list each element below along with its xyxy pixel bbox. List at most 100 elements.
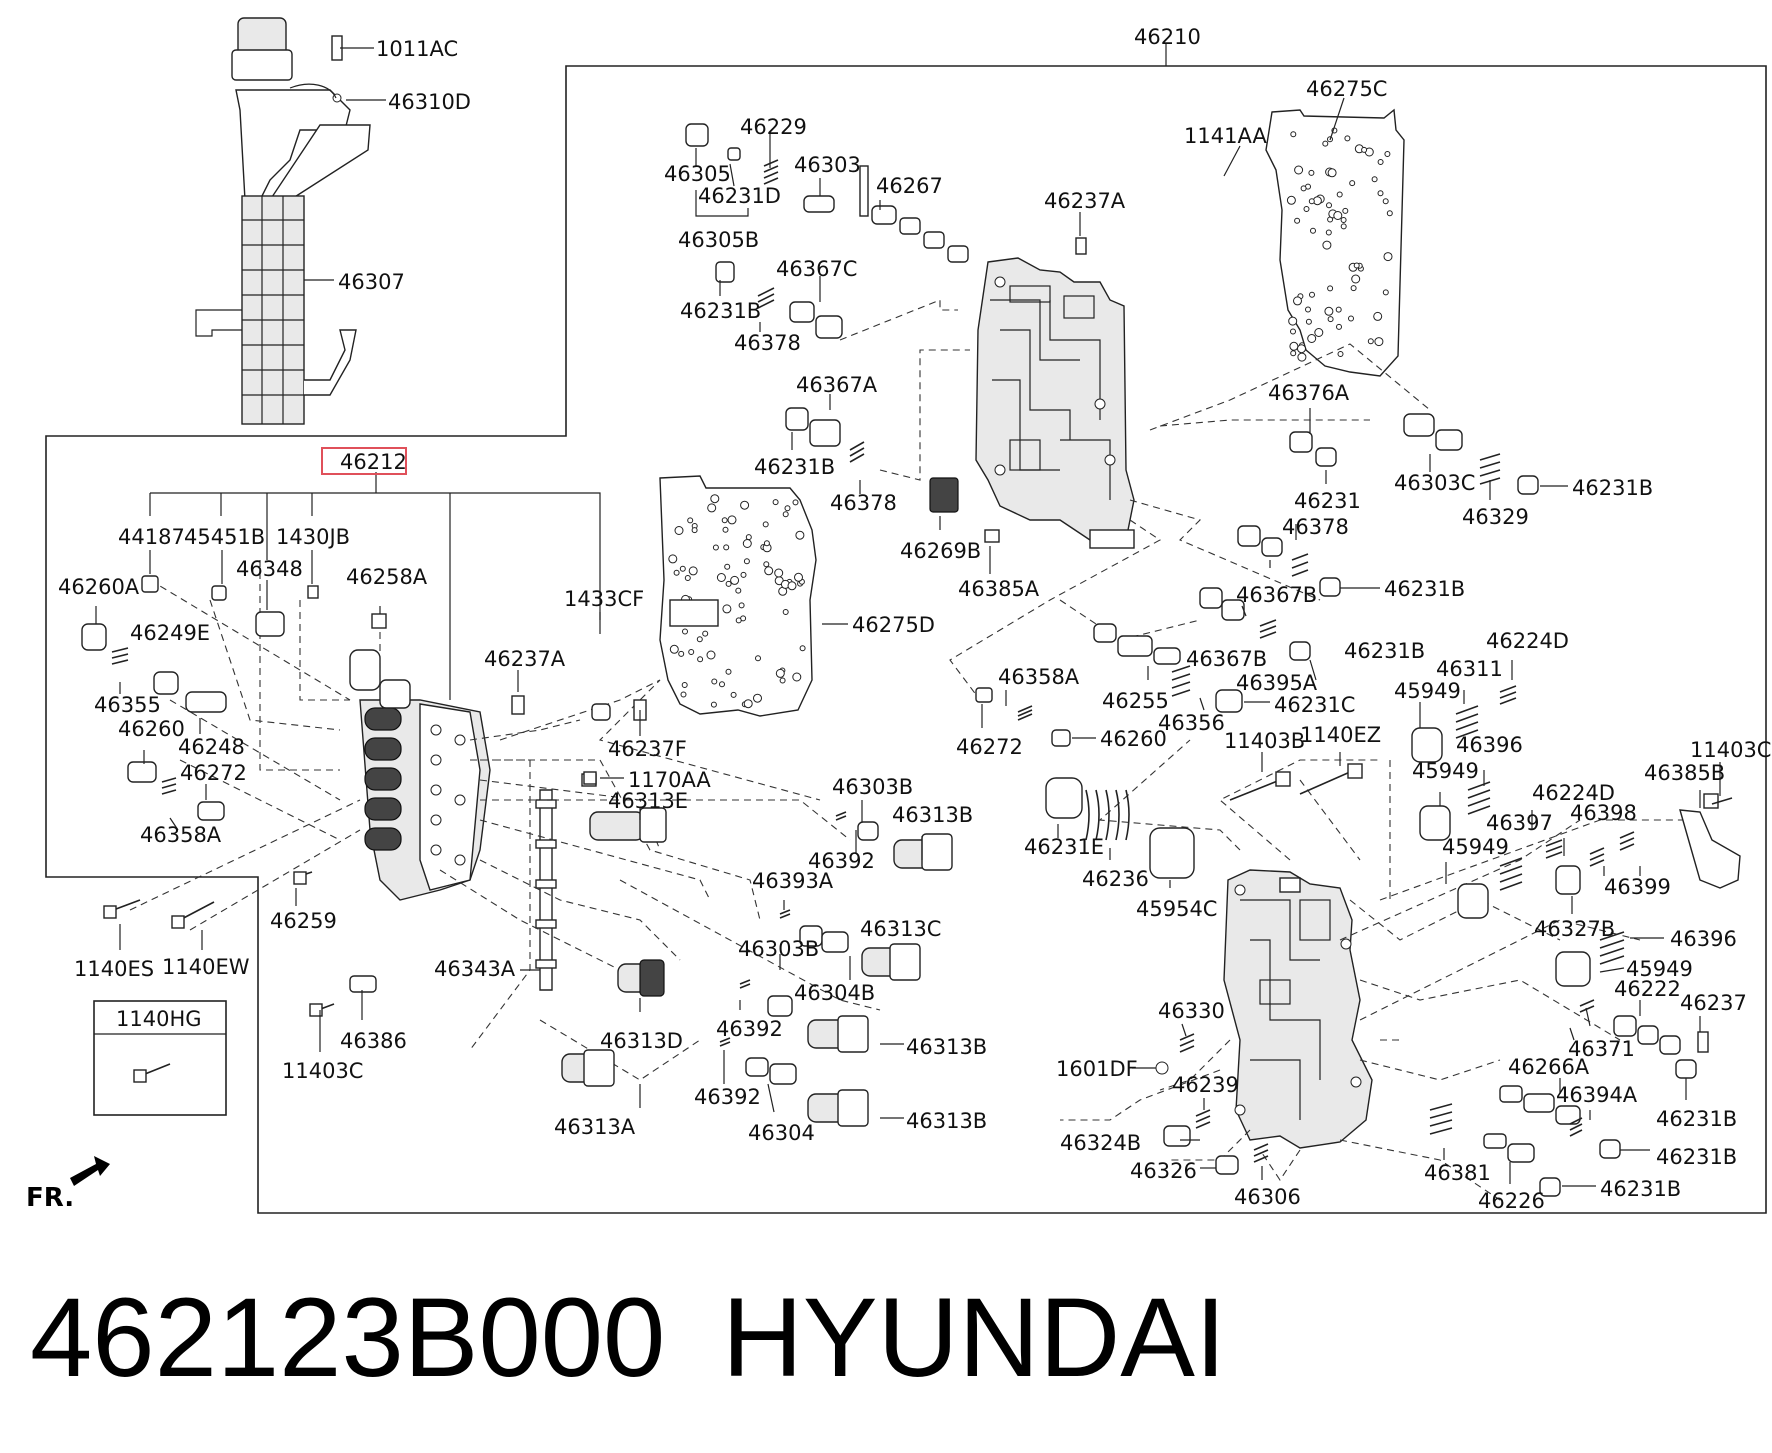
inset-box-label-1140hg: 1140HG bbox=[116, 1007, 202, 1031]
label-46367a: 46367A bbox=[796, 373, 878, 397]
label-46324b: 46324B bbox=[1060, 1131, 1141, 1155]
label-46385a: 46385A bbox=[958, 577, 1040, 601]
label-11403c-1: 11403C bbox=[1690, 738, 1771, 762]
label-46392-2: 46392 bbox=[716, 1017, 783, 1041]
label-1140es: 1140ES bbox=[74, 957, 154, 981]
label-46381: 46381 bbox=[1424, 1161, 1491, 1185]
label-46358a-2: 46358A bbox=[998, 665, 1080, 689]
label-46367b-1: 46367B bbox=[1236, 583, 1317, 607]
label-46343a: 46343A bbox=[434, 957, 516, 981]
label-1430jb: 1430JB bbox=[276, 525, 350, 549]
label-46306: 46306 bbox=[1234, 1185, 1301, 1209]
label-46386: 46386 bbox=[340, 1029, 407, 1053]
label-46304b: 46304B bbox=[794, 981, 875, 1005]
label-1170aa: 1170AA bbox=[628, 768, 711, 792]
label-45949-2: 45949 bbox=[1412, 759, 1479, 783]
label-46378-1: 46378 bbox=[734, 331, 801, 355]
small-parts bbox=[81, 123, 1741, 1197]
label-46392-3: 46392 bbox=[694, 1085, 761, 1109]
label-11403c-2: 11403C bbox=[282, 1059, 363, 1083]
sensor-harness-46307 bbox=[195, 17, 371, 425]
label-1601df: 1601DF bbox=[1056, 1057, 1138, 1081]
label-46237: 46237 bbox=[1680, 991, 1747, 1015]
label-46239: 46239 bbox=[1172, 1073, 1239, 1097]
label-46260-1: 46260 bbox=[118, 717, 185, 741]
label-46313d: 46313D bbox=[600, 1029, 683, 1053]
label-46355: 46355 bbox=[94, 693, 161, 717]
label-46313b-2: 46313B bbox=[906, 1035, 987, 1059]
label-46269b: 46269B bbox=[900, 539, 981, 563]
label-46367c: 46367C bbox=[776, 257, 857, 281]
leader-lines bbox=[95, 47, 1721, 1187]
label-46367b-2: 46367B bbox=[1186, 647, 1267, 671]
label-46231b-3: 46231B bbox=[1572, 476, 1653, 500]
label-46304: 46304 bbox=[748, 1121, 815, 1145]
label-46313b-3: 46313B bbox=[906, 1109, 987, 1133]
label-46260a: 46260A bbox=[58, 575, 140, 599]
brand-name: HYUNDAI bbox=[722, 1275, 1226, 1400]
label-46303c: 46303C bbox=[1394, 471, 1475, 495]
label-46210: 46210 bbox=[1134, 25, 1201, 49]
label-46266a: 46266A bbox=[1508, 1055, 1590, 1079]
label-46231d: 46231D bbox=[698, 184, 781, 208]
label-46255: 46255 bbox=[1102, 689, 1169, 713]
label-46305: 46305 bbox=[664, 162, 731, 186]
label-46329: 46329 bbox=[1462, 505, 1529, 529]
label-46303b-1: 46303B bbox=[832, 775, 913, 799]
label-46231b-8: 46231B bbox=[1600, 1177, 1681, 1201]
label-46231b-2: 46231B bbox=[754, 455, 835, 479]
label-46222: 46222 bbox=[1614, 977, 1681, 1001]
label-45949-3: 45949 bbox=[1442, 835, 1509, 859]
label-46275c: 46275C bbox=[1306, 77, 1387, 101]
label-46398: 46398 bbox=[1570, 801, 1637, 825]
label-46396-1: 46396 bbox=[1456, 733, 1523, 757]
highlight-box-46212 bbox=[321, 447, 407, 475]
label-45949-1: 45949 bbox=[1394, 679, 1461, 703]
label-46395a: 46395A bbox=[1236, 671, 1318, 695]
label-46330: 46330 bbox=[1158, 999, 1225, 1023]
label-45954c: 45954C bbox=[1136, 897, 1217, 921]
label-46272-2: 46272 bbox=[956, 735, 1023, 759]
label-46385b: 46385B bbox=[1644, 761, 1725, 785]
label-46231b-5: 46231B bbox=[1344, 639, 1425, 663]
front-direction-marker: FR. bbox=[26, 1156, 110, 1213]
label-45451b: 45451B bbox=[184, 525, 265, 549]
label-46310d: 46310D bbox=[388, 90, 471, 114]
label-46275d: 46275D bbox=[852, 613, 935, 637]
label-1141aa: 1141AA bbox=[1184, 124, 1267, 148]
label-46327b: 46327B bbox=[1534, 917, 1615, 941]
label-46226: 46226 bbox=[1478, 1189, 1545, 1213]
upper-valve-body bbox=[975, 257, 1135, 549]
label-46313b-1: 46313B bbox=[892, 803, 973, 827]
label-46231b-7: 46231B bbox=[1656, 1145, 1737, 1169]
label-46231c: 46231C bbox=[1274, 693, 1355, 717]
label-46260-2: 46260 bbox=[1100, 727, 1167, 751]
front-label: FR. bbox=[26, 1183, 74, 1213]
label-46378-2: 46378 bbox=[830, 491, 897, 515]
label-46231b-4: 46231B bbox=[1384, 577, 1465, 601]
label-1433cf: 1433CF bbox=[564, 587, 644, 611]
label-11403b: 11403B bbox=[1224, 729, 1305, 753]
label-46303: 46303 bbox=[794, 153, 861, 177]
label-46229: 46229 bbox=[740, 115, 807, 139]
label-46248: 46248 bbox=[178, 735, 245, 759]
label-46348: 46348 bbox=[236, 557, 303, 581]
highlighted-label-46212: 46212 bbox=[340, 450, 407, 474]
lower-valve-body bbox=[1223, 869, 1373, 1149]
label-46231e: 46231E bbox=[1024, 835, 1104, 859]
label-46231b-6: 46231B bbox=[1656, 1107, 1737, 1131]
label-46259: 46259 bbox=[270, 909, 337, 933]
label-46392-1: 46392 bbox=[808, 849, 875, 873]
label-46399: 46399 bbox=[1604, 875, 1671, 899]
separator-plate-46275d bbox=[659, 475, 817, 717]
solenoid-pack-46212 bbox=[349, 649, 491, 901]
part-labels: 46210 1011AC 46310D 46307 46275C 1141AA … bbox=[58, 25, 1771, 1213]
label-46396-2: 46396 bbox=[1670, 927, 1737, 951]
label-46326: 46326 bbox=[1130, 1159, 1197, 1183]
label-46358a-1: 46358A bbox=[140, 823, 222, 847]
separator-plate-46275c bbox=[1265, 108, 1405, 377]
label-46237f: 46237F bbox=[608, 737, 687, 761]
label-46394a: 46394A bbox=[1556, 1083, 1638, 1107]
label-46371: 46371 bbox=[1568, 1037, 1635, 1061]
